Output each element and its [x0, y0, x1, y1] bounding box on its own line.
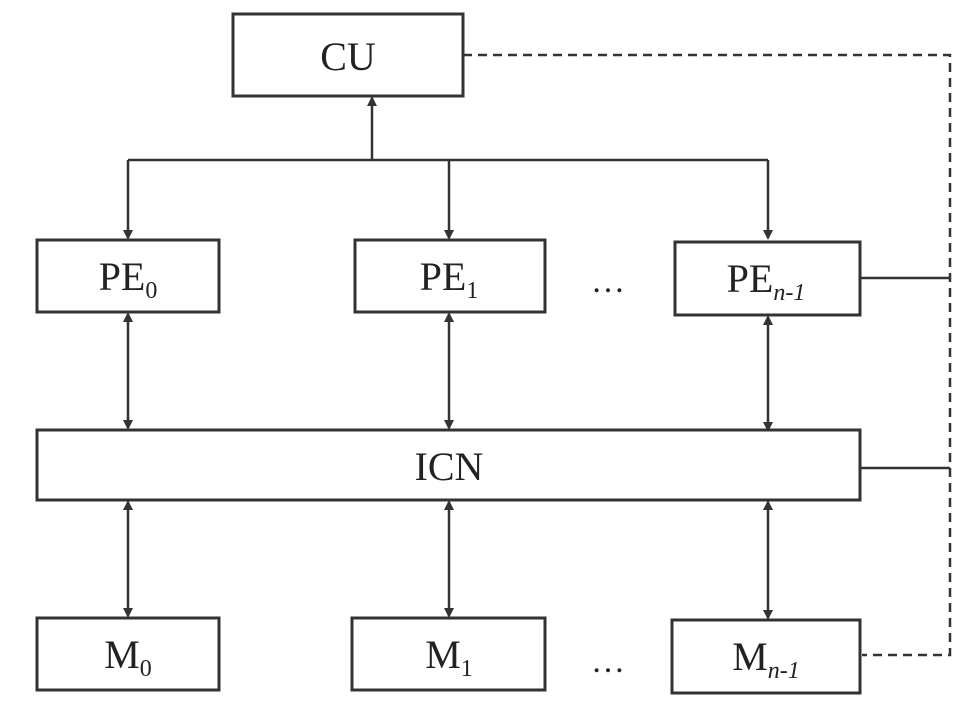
dashed-control-line: [463, 53, 952, 657]
pe-ellipsis: …: [591, 263, 625, 300]
svg-text:M1: M1: [425, 632, 473, 682]
pe-box-1: PE1: [353, 238, 547, 314]
icn-box: ICN: [35, 428, 862, 502]
memory-ellipsis: …: [591, 643, 625, 680]
memory-box-1: M1: [350, 616, 547, 692]
cu-label: CU: [320, 34, 376, 79]
icn-label: ICN: [415, 444, 484, 489]
svg-text:PE0: PE0: [99, 254, 158, 304]
pe-box-0: PE0: [35, 238, 221, 314]
svg-text:PE1: PE1: [420, 254, 479, 304]
cu-box: CU: [231, 12, 465, 98]
svg-text:PEn-1: PEn-1: [727, 256, 806, 306]
svg-text:Mn-1: Mn-1: [732, 634, 800, 684]
svg-text:M0: M0: [104, 632, 152, 682]
memory-box-0: M0: [35, 616, 221, 692]
memory-box-n-1: Mn-1: [670, 618, 862, 695]
pe-box-n-1: PEn-1: [673, 240, 862, 317]
